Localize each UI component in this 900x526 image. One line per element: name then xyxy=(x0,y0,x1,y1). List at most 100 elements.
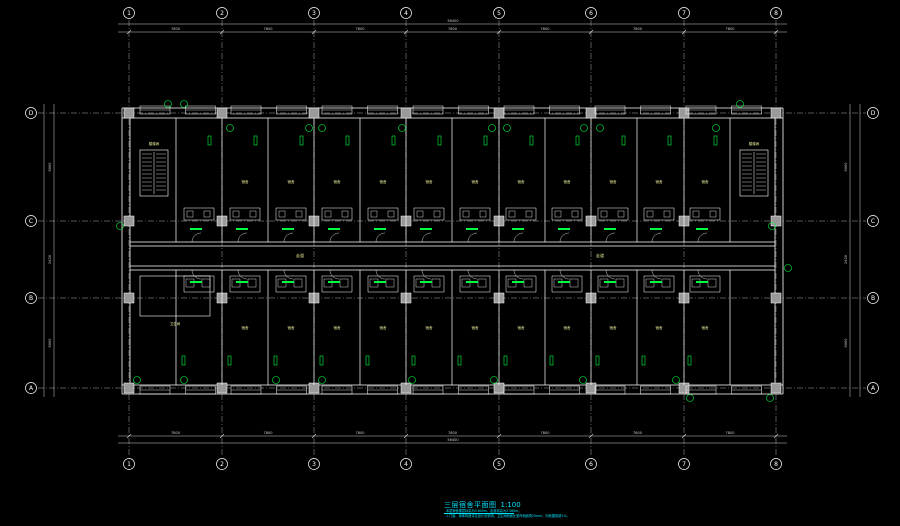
dim-text-row-bottom-right: 6000 xyxy=(844,339,848,348)
structural-column xyxy=(400,107,412,119)
radiator-south xyxy=(273,355,278,366)
axis-bubble-col-7-bottom xyxy=(678,458,690,470)
door-swing-south xyxy=(237,269,248,280)
dim-tick-top xyxy=(403,29,409,35)
equipment-tag xyxy=(712,124,720,132)
radiator-south xyxy=(411,355,416,366)
radiator-south xyxy=(503,355,508,366)
toilet-fixture xyxy=(600,210,608,218)
room-label-south: 宿舍 xyxy=(702,325,710,330)
fixture-bar-north xyxy=(466,228,478,230)
equipment-tag xyxy=(318,124,326,132)
title-underline xyxy=(444,513,514,514)
axis-label-col-6-bottom: 6 xyxy=(589,461,593,468)
axis-label-row-C-left: C xyxy=(29,218,33,225)
axis-label-col-8-bottom: 8 xyxy=(774,461,778,468)
drawing-note-1: 本层宿舍楼层标高为3.600m，走道标高为3.580m。 xyxy=(446,509,522,513)
equipment-tag xyxy=(580,124,588,132)
room-label-south: 宿舍 xyxy=(610,325,618,330)
dim-text-total-bottom: 56400 xyxy=(447,438,458,442)
wall-layer xyxy=(121,105,784,395)
axis-label-col-4-top: 4 xyxy=(404,10,408,17)
equipment-tag xyxy=(226,124,234,132)
toilet-fixture xyxy=(186,210,194,218)
sink-fixture xyxy=(525,210,533,218)
fixture-bar-south xyxy=(466,281,478,283)
axis-label-row-C-right: C xyxy=(871,218,875,225)
room-label-north: 宿舍 xyxy=(288,179,296,184)
axis-bubble-col-1-bottom xyxy=(123,458,135,470)
sink-fixture xyxy=(387,210,395,218)
room-label-north: 宿舍 xyxy=(334,179,342,184)
toilet-fixture xyxy=(508,210,516,218)
bathroom-pod-south xyxy=(597,275,629,293)
dim-text-total-top: 56400 xyxy=(447,19,458,23)
bathroom-pod-north xyxy=(459,207,491,221)
radiator-north xyxy=(483,135,488,146)
door-swing-south xyxy=(329,269,340,280)
stairwell-east xyxy=(739,149,769,197)
fixture-bar-north xyxy=(696,228,708,230)
fixture-bar-north xyxy=(420,228,432,230)
equipment-tag xyxy=(579,376,587,384)
axis-label-row-A-left: A xyxy=(29,385,34,392)
radiator-north xyxy=(575,135,580,146)
dim-text-bay-top: 7800 xyxy=(633,27,642,31)
axis-bubble-col-2-top xyxy=(216,7,228,19)
radiator-north xyxy=(207,135,212,146)
equipment-tag xyxy=(736,100,744,108)
axis-label-col-1-top: 1 xyxy=(127,10,131,17)
radiator-north xyxy=(253,135,258,146)
toilet-fixture xyxy=(554,210,562,218)
equipment-tag xyxy=(133,376,141,384)
equipment-tag xyxy=(164,100,172,108)
axis-bubble-col-8-bottom xyxy=(770,458,782,470)
sink-fixture xyxy=(617,210,625,218)
axis-bubble-row-B-left xyxy=(25,292,37,304)
axis-label-col-6-top: 6 xyxy=(589,10,593,17)
dim-text-row-top-right: 6000 xyxy=(844,163,848,172)
room-label-north: 宿舍 xyxy=(426,179,434,184)
bathroom-pod-south xyxy=(321,275,353,293)
dim-text-bay-bottom: 7800 xyxy=(541,431,550,435)
toilet-fixture xyxy=(416,210,424,218)
door-swing-north xyxy=(237,232,248,243)
dim-text-bay-bottom: 7800 xyxy=(726,431,735,435)
axis-label-row-D-right: D xyxy=(871,110,876,117)
equipment-tag xyxy=(768,222,776,230)
dim-tick-bottom xyxy=(496,433,502,439)
dim-tick-bottom xyxy=(311,433,317,439)
door-swing-north xyxy=(467,232,478,243)
fixture-bar-north xyxy=(512,228,524,230)
dim-tick-bottom xyxy=(681,433,687,439)
axis-bubble-row-C-right xyxy=(867,215,879,227)
toilet-fixture xyxy=(278,210,286,218)
fixture-bar-south xyxy=(328,281,340,283)
bathroom-pod-south xyxy=(229,275,261,293)
axis-bubble-col-6-top xyxy=(585,7,597,19)
equipment-tag xyxy=(305,124,313,132)
equipment-tag xyxy=(116,222,124,230)
door-swing-north xyxy=(559,232,570,243)
public-toilet-label: 卫生间 xyxy=(170,321,181,326)
door-swing-north xyxy=(697,232,708,243)
fixture-bar-south xyxy=(190,281,202,283)
equipment-tag xyxy=(490,376,498,384)
fixture-bar-north xyxy=(282,228,294,230)
room-label-south: 宿舍 xyxy=(656,325,664,330)
structural-column xyxy=(308,107,320,119)
radiator-north xyxy=(713,135,718,146)
toilet-fixture xyxy=(646,210,654,218)
room-label-north: 宿舍 xyxy=(242,179,249,184)
room-label-north: 宿舍 xyxy=(702,179,710,184)
toilet-fixture xyxy=(232,210,240,218)
axis-bubble-col-4-top xyxy=(400,7,412,19)
sink-fixture xyxy=(709,210,717,218)
door-swing-north xyxy=(651,232,662,243)
bathroom-pod-south xyxy=(643,275,675,293)
sink-fixture xyxy=(663,210,671,218)
room-label-south: 宿舍 xyxy=(242,325,249,330)
structural-column xyxy=(585,107,597,119)
